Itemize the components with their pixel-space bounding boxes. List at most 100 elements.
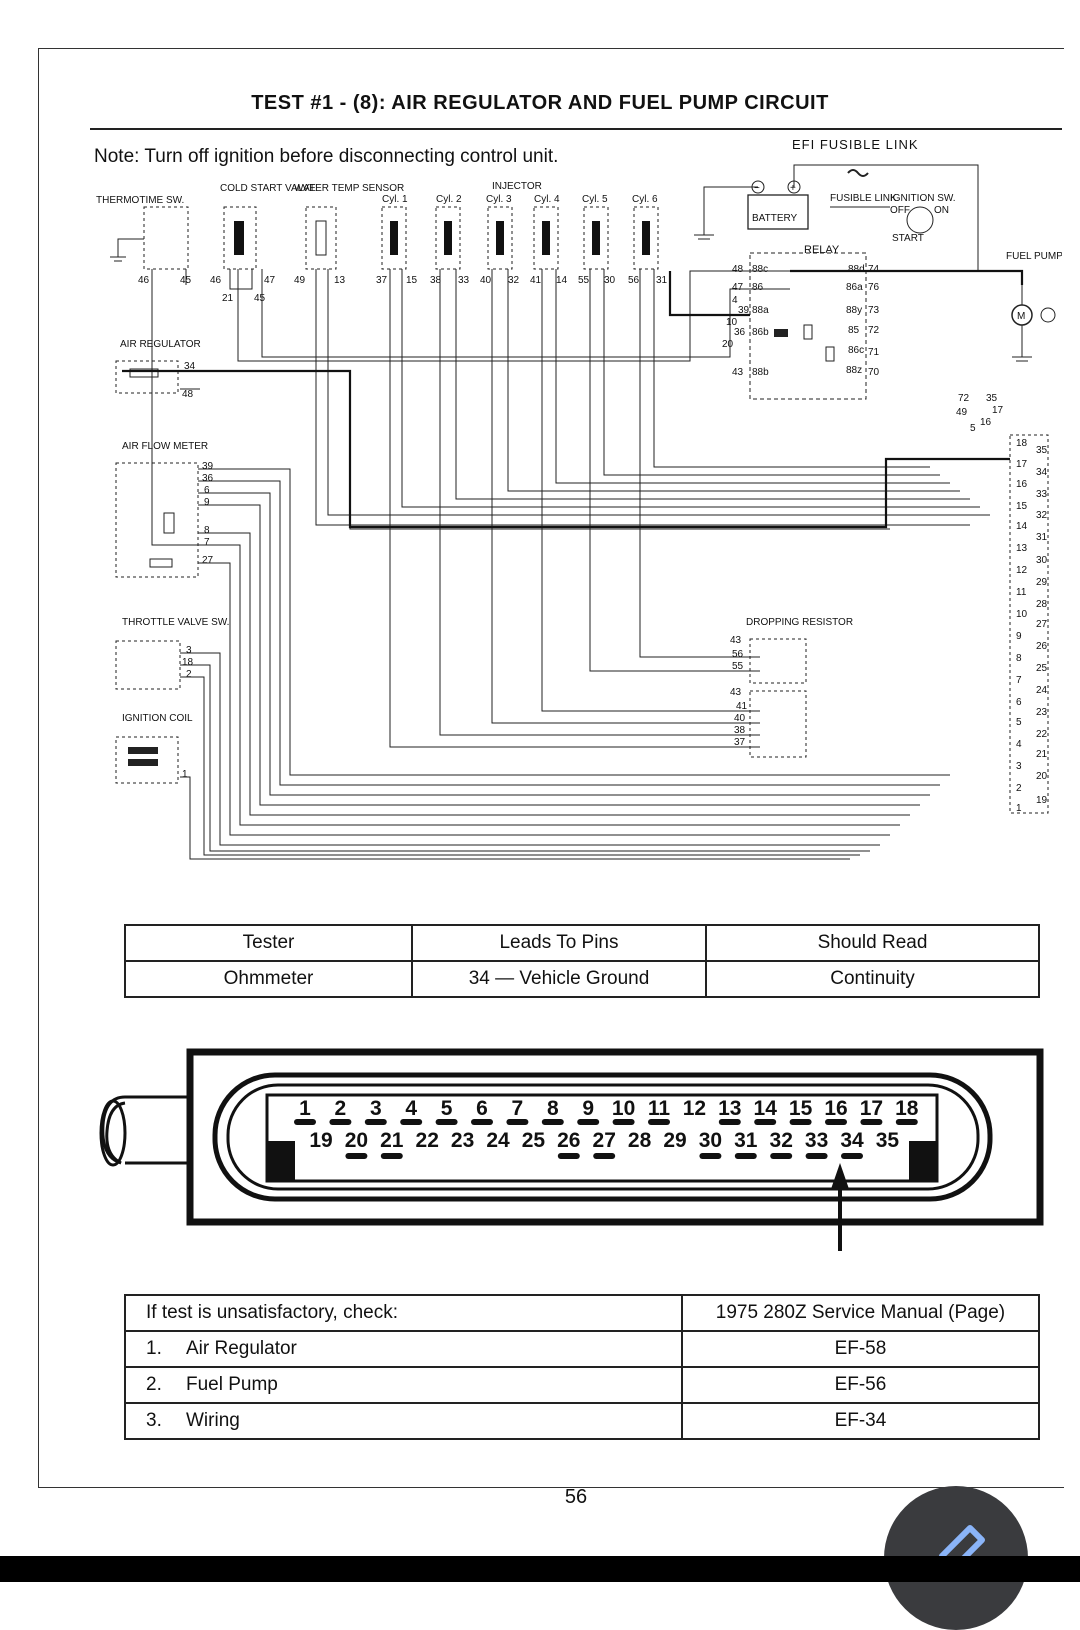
cyl6-label: Cyl. 6 — [632, 194, 658, 205]
svg-text:36: 36 — [202, 473, 214, 484]
connector-pin-31: 31 — [734, 1129, 758, 1152]
pin-underline — [577, 1119, 600, 1125]
test-cell-tester: Ohmmeter — [124, 960, 413, 998]
pin-underline — [648, 1119, 670, 1125]
dropping-resistor-label: DROPPING RESISTOR — [746, 617, 853, 628]
pin-underline — [557, 1153, 580, 1159]
connector-pin-28: 28 — [628, 1129, 652, 1152]
svg-text:86b: 86b — [752, 327, 769, 338]
test-table: Tester Leads To Pins Should Read Ohmmete… — [124, 924, 1040, 998]
svg-text:11: 11 — [1016, 587, 1027, 598]
svg-text:9: 9 — [1016, 631, 1022, 642]
note-text: Note: Turn off ignition before disconnec… — [94, 146, 559, 167]
ignition-sw-label: IGNITION SW. — [890, 193, 956, 204]
svg-text:88z: 88z — [846, 365, 862, 376]
svg-text:14: 14 — [1016, 521, 1028, 532]
battery-label: BATTERY — [752, 213, 798, 224]
svg-text:2: 2 — [1016, 783, 1022, 794]
svg-text:8: 8 — [1016, 653, 1022, 664]
connector-pin-12: 12 — [683, 1097, 706, 1120]
cyl4-label: Cyl. 4 — [534, 194, 560, 205]
connector-pin-24: 24 — [486, 1129, 510, 1152]
svg-text:8: 8 — [204, 525, 210, 536]
connector-pin-3: 3 — [370, 1097, 382, 1120]
svg-text:5: 5 — [970, 423, 976, 434]
check-row-page: EF-56 — [680, 1366, 1041, 1404]
check-table: If test is unsatisfactory, check: 1975 2… — [124, 1294, 1041, 1440]
svg-text:19: 19 — [1036, 795, 1048, 806]
svg-text:56: 56 — [628, 275, 640, 286]
test-cell-should-read: Continuity — [705, 960, 1040, 998]
pin-underline — [770, 1153, 793, 1159]
svg-text:85: 85 — [848, 325, 860, 336]
svg-text:41: 41 — [530, 275, 542, 286]
test-table-header: Tester Leads To Pins Should Read — [124, 924, 1040, 962]
throttle-valve-label: THROTTLE VALVE SW. — [122, 617, 229, 628]
svg-text:88c: 88c — [752, 264, 768, 275]
svg-text:24: 24 — [1036, 685, 1048, 696]
pin-underline — [294, 1119, 316, 1125]
connector-pin-19: 19 — [309, 1129, 332, 1152]
connector-pin-34: 34 — [840, 1129, 864, 1152]
test-header-should-read: Should Read — [705, 924, 1040, 962]
svg-text:34: 34 — [184, 361, 196, 372]
svg-text:71: 71 — [868, 347, 880, 358]
svg-text:28: 28 — [1036, 599, 1048, 610]
svg-text:38: 38 — [430, 275, 442, 286]
svg-text:20: 20 — [1036, 771, 1048, 782]
svg-text:49: 49 — [294, 275, 306, 286]
injector-label: INJECTOR — [492, 181, 542, 192]
svg-text:16: 16 — [1016, 479, 1028, 490]
svg-text:55: 55 — [578, 275, 590, 286]
pin-underline — [345, 1153, 368, 1159]
check-row: 1. Air Regulator EF-58 — [124, 1330, 1041, 1368]
connector-pin-9: 9 — [582, 1097, 594, 1120]
pin-underline — [734, 1153, 757, 1159]
svg-text:10: 10 — [1016, 609, 1028, 620]
svg-text:40: 40 — [480, 275, 492, 286]
svg-text:38: 38 — [734, 725, 746, 736]
check-row-item: Air Regulator — [166, 1330, 683, 1368]
pin-underline — [699, 1153, 722, 1159]
connector-pin-17: 17 — [860, 1097, 883, 1120]
pin-underline — [612, 1119, 635, 1125]
svg-text:4: 4 — [732, 295, 738, 306]
svg-text:33: 33 — [458, 275, 470, 286]
svg-text:31: 31 — [656, 275, 668, 286]
svg-text:73: 73 — [868, 305, 880, 316]
check-row-page: EF-58 — [680, 1330, 1041, 1368]
svg-text:21: 21 — [1036, 749, 1048, 760]
test-header-tester: Tester — [124, 924, 413, 962]
air-regulator-label: AIR REGULATOR — [120, 339, 201, 350]
check-row-number: 2. — [124, 1366, 166, 1404]
svg-text:1: 1 — [1016, 803, 1022, 814]
ignition-on-label: ON — [934, 205, 949, 216]
test-table-row: Ohmmeter 34 — Vehicle Ground Continuity — [124, 960, 1040, 998]
check-row: 3. Wiring EF-34 — [124, 1402, 1041, 1440]
svg-text:88a: 88a — [752, 305, 769, 316]
svg-text:86: 86 — [752, 282, 764, 293]
air-flow-meter-label: AIR FLOW METER — [122, 441, 208, 452]
cold-start-label: COLD START VALVE — [220, 183, 316, 194]
pin-underline — [841, 1153, 863, 1159]
svg-text:31: 31 — [1036, 532, 1048, 543]
test-cell-leads: 34 — Vehicle Ground — [411, 960, 707, 998]
svg-text:22: 22 — [1036, 729, 1048, 740]
svg-text:56: 56 — [732, 649, 744, 660]
connector-pin-14: 14 — [754, 1097, 778, 1120]
svg-text:45: 45 — [254, 293, 266, 304]
svg-text:35: 35 — [986, 393, 998, 404]
svg-text:43: 43 — [732, 367, 744, 378]
svg-text:86c: 86c — [848, 345, 864, 356]
test-header-leads: Leads To Pins — [411, 924, 707, 962]
svg-text:55: 55 — [732, 661, 744, 672]
svg-text:7: 7 — [1016, 675, 1022, 686]
svg-text:3: 3 — [186, 645, 192, 656]
svg-text:23: 23 — [1036, 707, 1048, 718]
svg-text:29: 29 — [1036, 577, 1048, 588]
relay-box — [749, 252, 867, 400]
svg-text:18: 18 — [182, 657, 194, 668]
svg-text:3: 3 — [1016, 761, 1022, 772]
check-row-page: EF-34 — [680, 1402, 1041, 1440]
pin-underline — [825, 1119, 847, 1125]
